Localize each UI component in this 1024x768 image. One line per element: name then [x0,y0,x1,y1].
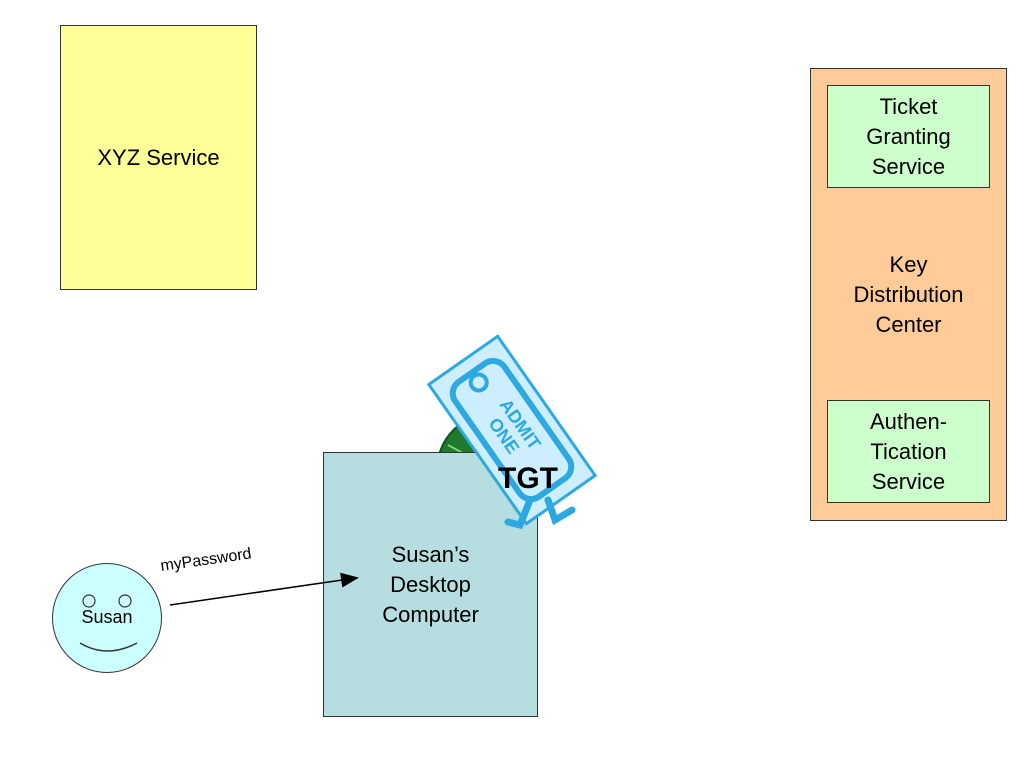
ticket-granting-service-label: Ticket Granting Service [866,93,951,179]
xyz-service-box: XYZ Service [60,25,257,290]
authentication-service-box: Authen- Tication Service [827,400,990,503]
authentication-service-label: Authen- Tication Service [869,408,948,494]
kdc-label: Key Distribution Center [853,252,964,337]
xyz-service-label: XYZ Service [97,144,220,170]
susan-label: Susan [81,607,133,627]
smiley-face-icon [52,563,162,673]
ticket-granting-service-box: Ticket Granting Service [827,85,990,188]
tgt-label: TGT [498,462,558,495]
desktop-computer-label: Susan’s Desktop Computer [382,541,479,627]
